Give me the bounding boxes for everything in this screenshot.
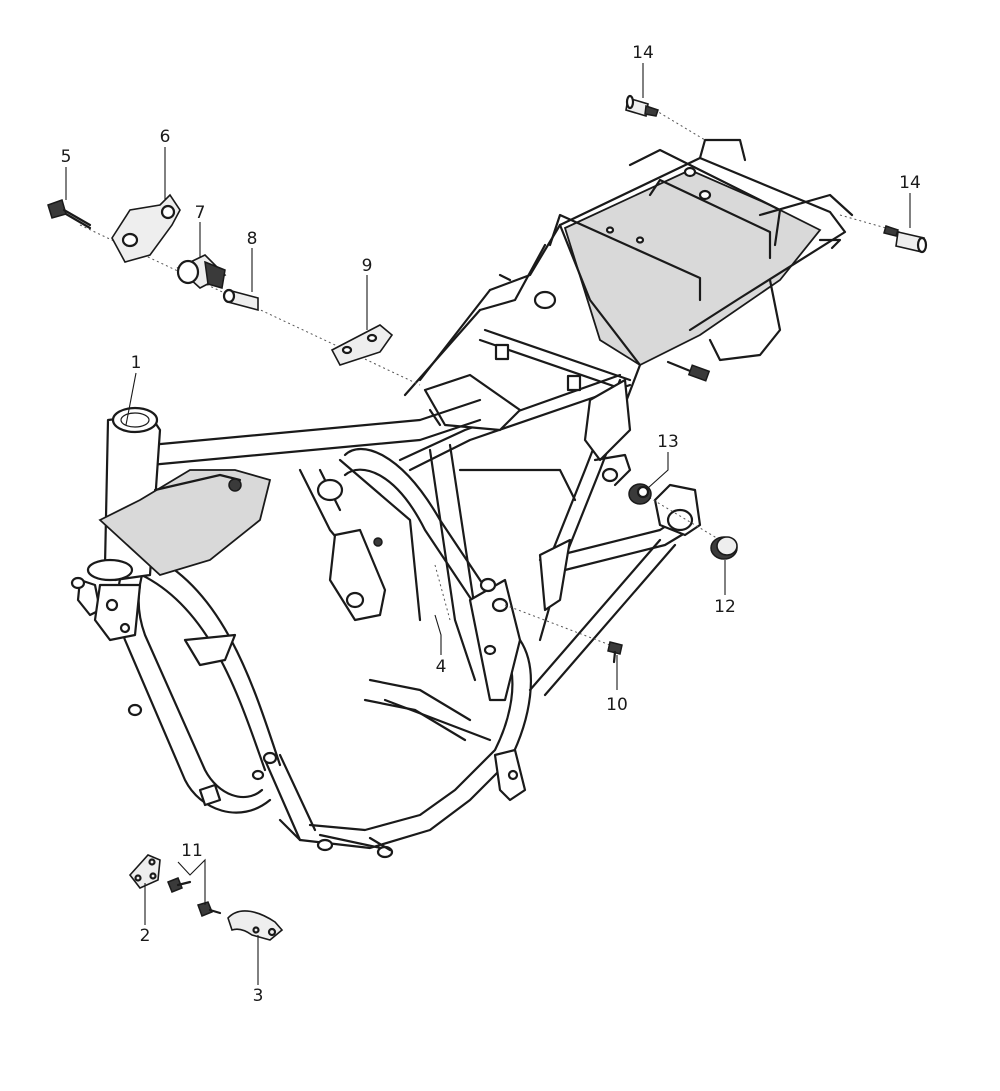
alignment-line-rear-top <box>654 109 706 141</box>
part-5-bolt <box>47 199 92 230</box>
part-3-clamp <box>227 910 284 941</box>
rear-subframe <box>498 138 854 382</box>
part-12-cap <box>710 536 738 560</box>
callout-14-top: 14 <box>632 43 654 63</box>
callout-4: 4 <box>436 657 447 677</box>
alignment-line-10 <box>504 604 611 646</box>
part-14-spacer-top <box>625 94 659 118</box>
main-frame <box>70 138 854 859</box>
callout-5: 5 <box>61 147 72 167</box>
part-2-bracket <box>128 854 161 889</box>
part-8-sleeve <box>222 288 259 312</box>
callout-14-right: 14 <box>899 173 921 193</box>
callout-8: 8 <box>247 229 258 249</box>
callout-9: 9 <box>362 256 373 276</box>
callout-13: 13 <box>657 432 679 452</box>
callout-1: 1 <box>131 353 142 373</box>
callout-numbers: 1 2 3 4 5 6 7 8 9 10 11 12 13 14 14 <box>61 43 921 1006</box>
part-14-spacer-right <box>883 225 928 254</box>
steering-head <box>76 406 162 642</box>
part-10-screw <box>607 641 623 664</box>
callout-11: 11 <box>181 841 203 861</box>
leader-lines <box>65 63 911 985</box>
part-7-bushing <box>176 254 227 289</box>
callout-6: 6 <box>160 127 171 147</box>
callout-7: 7 <box>195 203 206 223</box>
part-9-plate <box>330 324 394 366</box>
callout-12: 12 <box>714 597 736 617</box>
part-6-bracket <box>111 193 181 263</box>
callout-2: 2 <box>140 926 151 946</box>
callout-3: 3 <box>253 986 264 1006</box>
part-13-grommet <box>628 483 652 505</box>
part-11-bolts <box>167 877 222 917</box>
callout-10: 10 <box>606 695 628 715</box>
